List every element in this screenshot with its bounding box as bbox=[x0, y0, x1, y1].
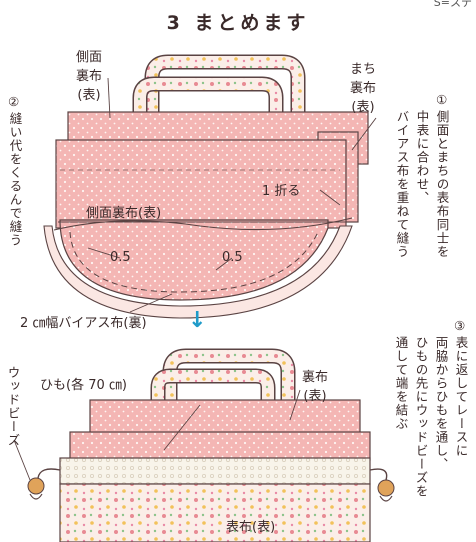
note1-number: ① bbox=[436, 92, 448, 107]
cord bbox=[37, 468, 61, 479]
side-lining-inner-label: 側面裏布(表) bbox=[86, 206, 162, 221]
note1-line1: 側面とまちの表布同士を bbox=[434, 110, 450, 259]
back-handle bbox=[144, 54, 306, 112]
step2-handles bbox=[150, 348, 296, 410]
wood-bead-left bbox=[27, 477, 45, 500]
gusset-lining-label: まち 裏布 (表) bbox=[350, 62, 377, 115]
bias-tape-label: 2 ㎝幅バイアス布(裏) bbox=[20, 316, 147, 331]
down-arrow-icon: ↓ bbox=[188, 308, 207, 333]
wood-beads-label: ウッドビーズ bbox=[5, 366, 21, 447]
note2-number: ② bbox=[8, 94, 20, 109]
outer-fabric-label: 表布(表) bbox=[226, 520, 276, 535]
note2-text: 縫い代をくるんで縫う bbox=[7, 112, 23, 247]
note3-number: ③ bbox=[454, 318, 466, 333]
lining-label: 裏布 (表) bbox=[302, 370, 329, 404]
note3-line3: ひもの先にウッドビーズを bbox=[413, 336, 429, 498]
outer-fabric bbox=[59, 483, 371, 542]
note3-line1: 表に返してレースに bbox=[453, 336, 469, 458]
wood-bead-right bbox=[377, 479, 395, 502]
note3-line2: 両脇からひもを通し、 bbox=[433, 336, 449, 471]
fold-label: 1 折る bbox=[262, 184, 301, 199]
page-title: 3 まとめます bbox=[166, 12, 310, 34]
allowance-left-label: 0.5 bbox=[110, 250, 131, 265]
front-handle bbox=[132, 76, 284, 125]
corner-note: S=ステ bbox=[433, 0, 472, 9]
lace-band bbox=[59, 457, 371, 485]
cord-label: ひも(各 70 ㎝) bbox=[40, 378, 127, 393]
note1-line3: バイアス布を重ねて縫う bbox=[394, 110, 410, 259]
note1-line2: 中表に合わせ、 bbox=[414, 110, 430, 205]
bias-tape bbox=[43, 225, 353, 319]
side-lining-label: 側面 裏布 (表) bbox=[76, 50, 103, 103]
side-lining-front bbox=[55, 139, 347, 229]
note3-line4: 通して端を結ぶ bbox=[393, 336, 409, 431]
lining-fold bbox=[69, 431, 371, 461]
allowance-right-label: 0.5 bbox=[222, 250, 243, 265]
